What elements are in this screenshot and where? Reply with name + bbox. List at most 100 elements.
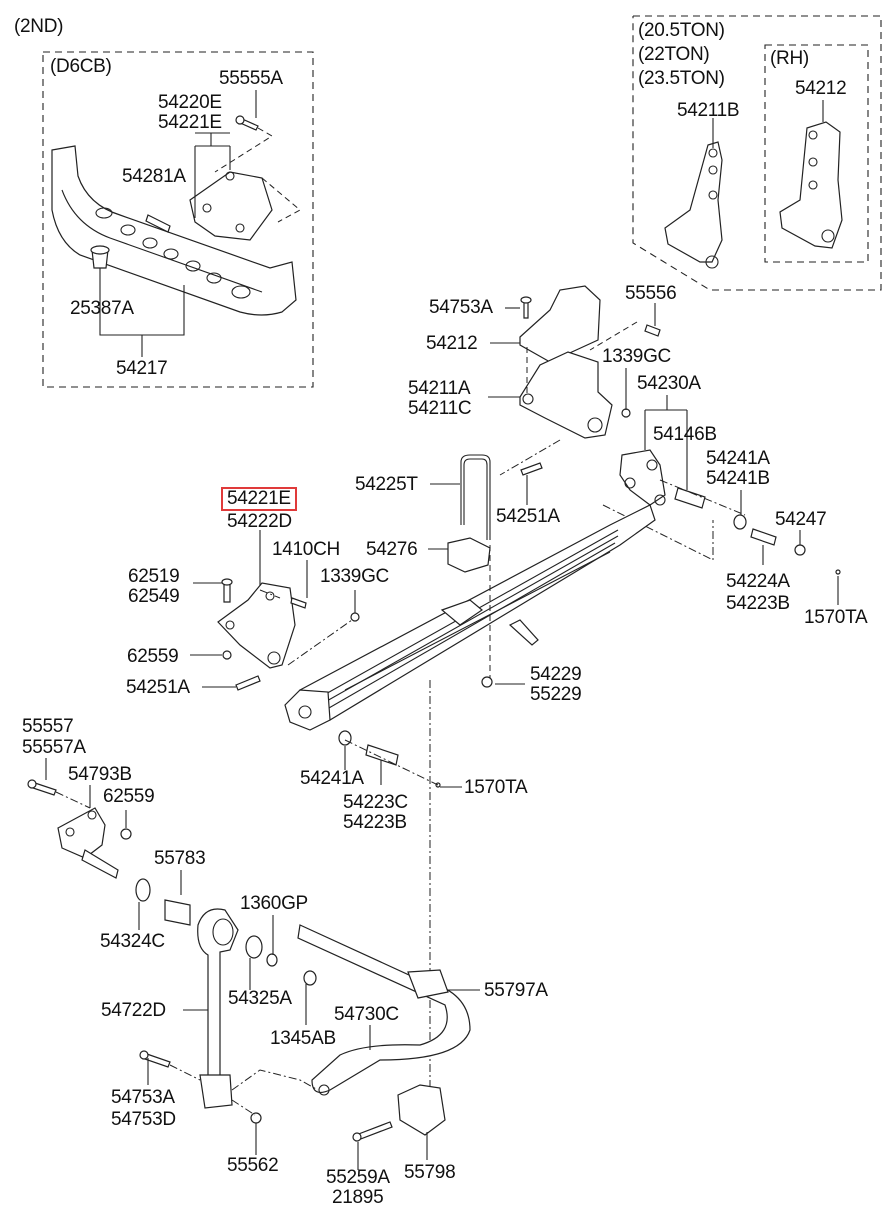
pin-54224a — [750, 528, 777, 546]
callout-55555a[interactable]: 55555A — [219, 68, 283, 89]
callout-62559[interactable]: 62559 — [127, 646, 179, 667]
callout-54217[interactable]: 54217 — [116, 358, 168, 379]
callout-55798[interactable]: 55798 — [404, 1162, 456, 1183]
rh-variant-box — [764, 44, 869, 263]
variant-label-d6cb: (D6CB) — [50, 56, 112, 77]
callout-54722d[interactable]: 54722D — [101, 1000, 166, 1021]
ton-variant-box — [632, 15, 882, 291]
callout-54220e[interactable]: 54220E — [158, 92, 222, 113]
callout-1360gp[interactable]: 1360GP — [240, 893, 308, 914]
bracket-54212-upper — [519, 285, 601, 363]
callout-54730c[interactable]: 54730C — [334, 1004, 399, 1025]
callout-55562[interactable]: 55562 — [227, 1155, 279, 1176]
callout-54223c[interactable]: 54223C — [343, 792, 408, 813]
callout-54224a[interactable]: 54224A — [726, 571, 790, 592]
nut-1339gc-upper — [621, 408, 631, 418]
nut-55562 — [250, 1112, 262, 1124]
callout-54793b[interactable]: 54793B — [68, 764, 132, 785]
callout-55259a[interactable]: 55259A — [326, 1167, 390, 1188]
bolt-54251a-lower — [235, 675, 261, 691]
callout-54241a[interactable]: 54241A — [706, 448, 770, 469]
callout-54241a-lower[interactable]: 54241A — [300, 768, 364, 789]
callout-1570ta-upper[interactable]: 1570TA — [804, 607, 868, 628]
pad-54276 — [447, 537, 491, 573]
callout-62519[interactable]: 62519 — [128, 566, 180, 587]
callout-54324c[interactable]: 54324C — [100, 931, 165, 952]
variant-label-20-5ton: (20.5TON) — [638, 20, 725, 41]
callout-54146b[interactable]: 54146B — [653, 424, 717, 445]
bolt-55555a — [235, 115, 259, 131]
callout-55556[interactable]: 55556 — [625, 283, 677, 304]
washer-54241a-lower — [338, 730, 352, 746]
callout-54211b[interactable]: 54211B — [677, 100, 740, 121]
callout-55783[interactable]: 55783 — [154, 848, 206, 869]
callout-54325a[interactable]: 54325A — [228, 988, 292, 1009]
bolt-54753a — [520, 296, 532, 319]
leaf-spring — [284, 504, 656, 731]
stabilizer-bar-54730c — [297, 924, 471, 1096]
pin-54281a — [145, 214, 171, 233]
callout-62549[interactable]: 62549 — [128, 586, 180, 607]
bolt-62519 — [221, 578, 233, 603]
callout-54753d[interactable]: 54753D — [111, 1109, 176, 1130]
callout-55797a[interactable]: 55797A — [484, 980, 548, 1001]
callout-1570ta-lower[interactable]: 1570TA — [464, 777, 528, 798]
callout-54211c[interactable]: 54211C — [408, 398, 472, 419]
callout-54221e-highlighted[interactable]: 54221E — [221, 487, 297, 511]
bracket-55798 — [397, 1084, 446, 1136]
callout-54753a-stab[interactable]: 54753A — [111, 1087, 175, 1108]
callout-55557[interactable]: 55557 — [22, 716, 74, 737]
bolt-55556 — [644, 324, 661, 337]
link-54722d — [197, 908, 239, 1109]
variant-label-23-5ton: (23.5TON) — [638, 68, 725, 89]
callout-54251a-lower[interactable]: 54251A — [126, 677, 190, 698]
callout-54211a[interactable]: 54211A — [408, 378, 471, 399]
bushing-55783 — [164, 899, 191, 926]
nut-62559 — [222, 650, 232, 660]
callout-54212[interactable]: 54212 — [426, 333, 478, 354]
callout-54753a[interactable]: 54753A — [429, 297, 493, 318]
callout-54223b-lower[interactable]: 54223B — [343, 812, 407, 833]
callout-55229[interactable]: 55229 — [530, 684, 582, 705]
callout-54241b[interactable]: 54241B — [706, 468, 770, 489]
grease-54247 — [794, 544, 806, 556]
nut-1345ab — [303, 970, 317, 986]
callout-54247[interactable]: 54247 — [775, 509, 827, 530]
bolt-55259a — [352, 1121, 393, 1142]
callout-54222d[interactable]: 54222D — [227, 511, 292, 532]
bolt-55557 — [27, 779, 57, 796]
callout-21895[interactable]: 21895 — [332, 1187, 384, 1208]
callout-1410ch[interactable]: 1410CH — [272, 539, 340, 560]
washer-54325a — [245, 935, 263, 959]
callout-54230a[interactable]: 54230A — [637, 373, 701, 394]
nut-62559-stab — [120, 828, 132, 840]
variant-label-rh: (RH) — [770, 48, 809, 69]
callout-25387a[interactable]: 25387A — [70, 298, 134, 319]
d6cb-variant-box — [42, 51, 314, 388]
bolt-54753a-stab — [139, 1050, 171, 1068]
callout-54229[interactable]: 54229 — [530, 664, 582, 685]
callout-62559-stab[interactable]: 62559 — [103, 786, 155, 807]
leader-lines — [45, 90, 839, 1170]
pin-54223c — [365, 744, 399, 766]
callout-54281a[interactable]: 54281A — [122, 166, 186, 187]
callout-1339gc-upper[interactable]: 1339GC — [602, 346, 671, 367]
callout-54276[interactable]: 54276 — [366, 539, 418, 560]
washer-54324c — [135, 878, 151, 902]
callout-54225t[interactable]: 54225T — [355, 474, 418, 495]
callout-1345ab[interactable]: 1345AB — [270, 1028, 336, 1049]
nut-54229 — [481, 676, 493, 688]
callout-54251a-upper[interactable]: 54251A — [496, 506, 560, 527]
bushing-54146b — [674, 487, 706, 509]
u-bolt-54225t — [460, 454, 491, 540]
bracket-54211b — [664, 141, 723, 269]
callout-54223b-upper[interactable]: 54223B — [726, 593, 790, 614]
bushing-55797a — [407, 969, 449, 999]
bolt-1410ch — [290, 597, 307, 609]
callout-55557a[interactable]: 55557A — [22, 737, 86, 758]
variant-header-2nd: (2ND) — [14, 16, 64, 37]
callout-1339gc[interactable]: 1339GC — [320, 566, 389, 587]
hanger-54221e — [217, 582, 296, 669]
callout-54212-rh[interactable]: 54212 — [795, 78, 847, 99]
callout-54221e-d6cb[interactable]: 54221E — [158, 112, 222, 133]
